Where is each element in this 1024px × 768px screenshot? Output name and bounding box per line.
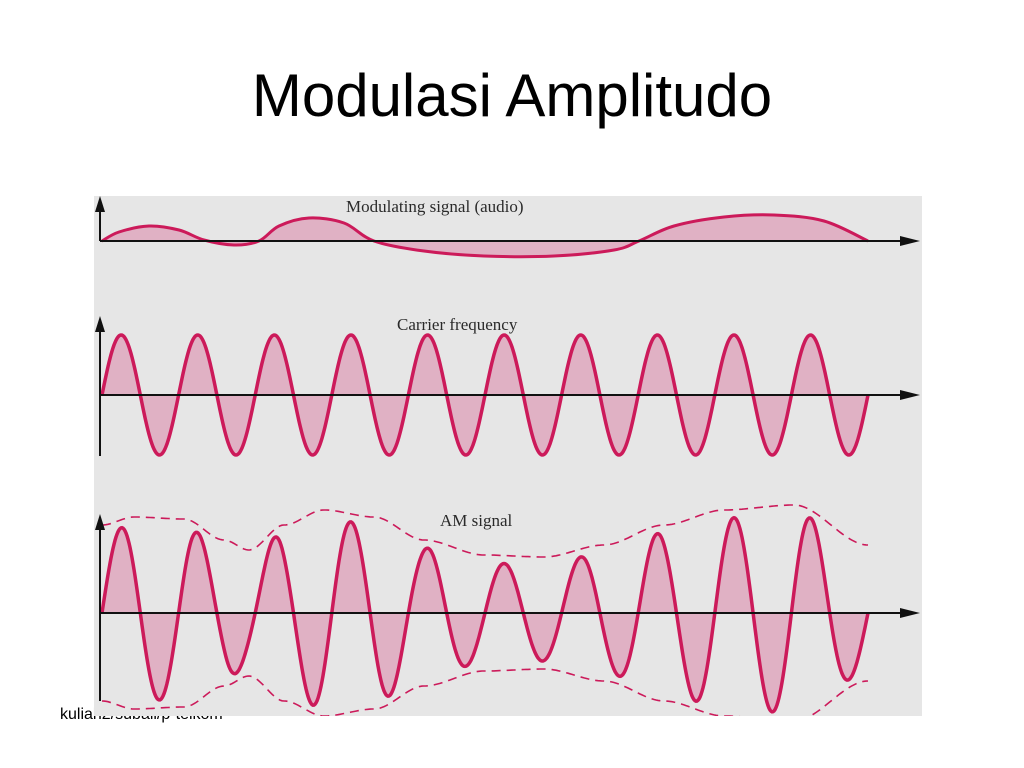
am-envelope-lower [101,668,869,716]
carrier-panel: Carrier frequency [95,315,920,457]
modulating-panel: Modulating signal (audio) [95,196,920,259]
am-modulation-figure: Modulating signal (audio) Carrier freque… [94,196,922,716]
am-panel-title: AM signal [440,511,513,530]
carrier-y-arrow [95,316,105,332]
slide-title: Modulasi Amplitudo [251,62,773,129]
carrier-x-arrow [900,390,920,400]
am-panel: AM signal [95,504,920,716]
carrier-panel-title: Carrier frequency [397,315,518,334]
am-wave [100,515,870,714]
modulating-panel-title: Modulating signal (audio) [346,197,524,216]
am-y-arrow [95,514,105,530]
modulating-x-arrow [900,236,920,246]
modulating-wave-fill [102,214,868,257]
am-x-arrow [900,608,920,618]
am-envelope-upper [101,504,869,558]
modulating-y-arrow [95,196,105,212]
